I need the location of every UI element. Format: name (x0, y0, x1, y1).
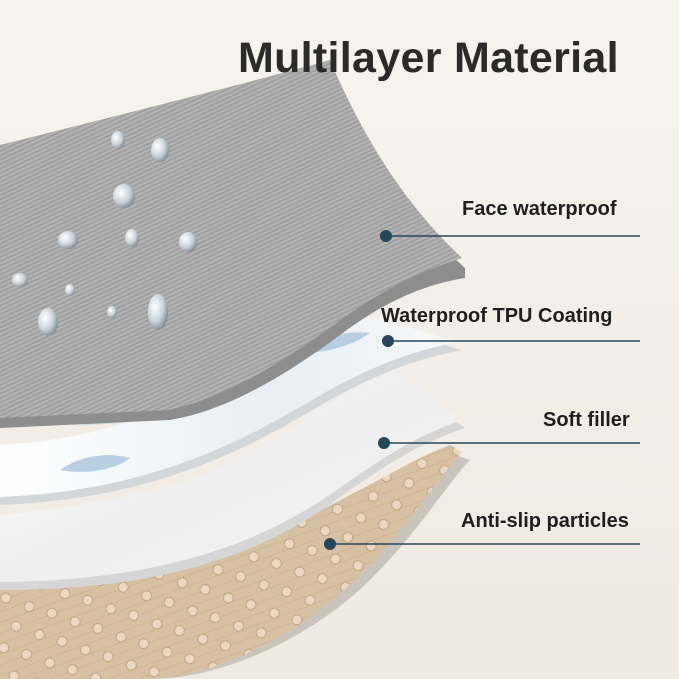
label-anti-slip: Anti-slip particles (461, 510, 629, 532)
leader-line-tpu (382, 335, 640, 347)
anti-slip-layer (0, 445, 470, 679)
face-waterproof-layer (0, 60, 465, 428)
leader-line-filler (378, 437, 640, 449)
soft-filler-layer (0, 372, 465, 590)
label-soft-filler: Soft filler (543, 409, 630, 431)
water-droplets (12, 131, 197, 336)
page-title: Multilayer Material (238, 34, 619, 82)
leader-line-face (380, 230, 640, 242)
label-tpu-coating: Waterproof TPU Coating (381, 305, 613, 327)
label-face-waterproof: Face waterproof (462, 198, 617, 220)
leader-line-anti-slip (324, 538, 640, 550)
